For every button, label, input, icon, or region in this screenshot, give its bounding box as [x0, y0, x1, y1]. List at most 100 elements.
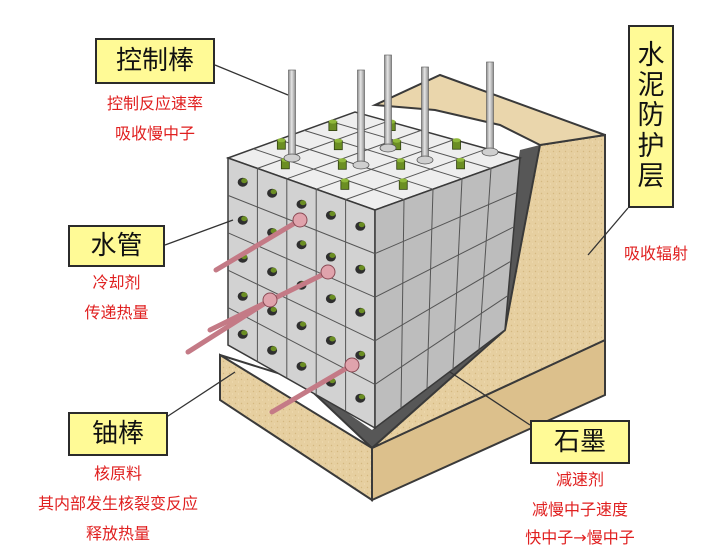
water-pipe-title: 水管	[90, 231, 143, 261]
graphite-note-3: 快中子→慢中子	[525, 528, 635, 547]
channel-cap	[241, 292, 248, 298]
uranium-rod-note-2: 其内部发生核裂变反应	[37, 494, 198, 513]
grid-line	[257, 120, 389, 169]
grid-line	[253, 148, 405, 201]
leader-lines	[164, 64, 629, 426]
top-cap-rim	[328, 119, 337, 124]
top-cap-rim	[338, 158, 347, 163]
top-cap-rim	[277, 138, 286, 143]
channel-cap	[358, 308, 365, 314]
grid-line	[227, 232, 376, 298]
uranium-rod-title: 铀棒	[91, 419, 144, 449]
uranium-rod	[269, 362, 355, 415]
channel-cap	[329, 211, 336, 217]
water-pipe-note-2: 传递热量	[84, 303, 149, 322]
graphite-note-1: 减速剂	[555, 470, 604, 489]
channel-cap	[241, 216, 248, 222]
control-rod	[384, 54, 392, 149]
graphite-label: 石墨	[530, 420, 630, 464]
control-rod	[486, 61, 494, 153]
channel-cap	[270, 267, 277, 273]
channel-cap	[300, 240, 306, 246]
uranium-rod-end	[344, 357, 360, 373]
channel-cap	[300, 200, 306, 206]
grid-line	[316, 139, 455, 190]
channel-cap	[270, 346, 277, 352]
control-rod	[421, 66, 429, 161]
uranium-rod-end	[262, 292, 278, 308]
water-pipe-label: 水管	[68, 225, 165, 267]
control-rod-collar	[481, 147, 499, 157]
graphite-note-2: 减慢中子速度	[531, 500, 628, 519]
grid-line	[374, 295, 509, 385]
leader-cement-shield	[587, 207, 629, 256]
control-rod-collar	[352, 160, 370, 170]
control-rod-label: 控制棒	[95, 38, 215, 84]
channel-cap	[241, 178, 248, 184]
uranium-rod-note-3: 释放热量	[85, 524, 150, 543]
fuel-channel-holes	[237, 119, 465, 403]
channel-cap	[329, 336, 336, 342]
grid-line	[374, 226, 515, 298]
cement-shield-char-3: 防	[637, 100, 665, 132]
control-rods	[283, 54, 499, 170]
water-pipe-note-1: 冷却剂	[92, 273, 141, 292]
top-cap-rim	[399, 178, 408, 183]
cement-shield-char-2: 泥	[637, 70, 665, 102]
channel-cap	[329, 253, 336, 259]
top-cap-rim	[392, 138, 401, 143]
channel-cap	[358, 351, 365, 357]
leader-uranium-rod	[164, 371, 236, 419]
cement-shield-char-4: 护	[637, 130, 665, 162]
grid-line	[374, 260, 512, 342]
top-cap-rim	[334, 138, 343, 143]
uranium-rod-end	[320, 264, 336, 280]
leader-control-rod	[214, 64, 289, 96]
top-cap-rim	[452, 138, 461, 143]
channel-cap	[358, 265, 365, 271]
grid-line	[452, 178, 463, 370]
control-rod	[288, 69, 296, 159]
grid-line	[400, 199, 405, 409]
control-rod-collar	[379, 143, 397, 153]
cement-shield-char-5: 层	[637, 160, 665, 192]
uranium-rod-note-1: 核原料	[93, 464, 142, 483]
control-rod-collar	[416, 155, 434, 165]
grid-line	[345, 148, 488, 201]
uranium-rods	[185, 212, 360, 415]
channel-cap	[358, 394, 365, 400]
uranium-rod	[213, 217, 303, 273]
grid-line	[227, 269, 376, 342]
channel-cap	[329, 294, 336, 300]
top-cap-rim	[340, 178, 349, 183]
control-rod-collar	[283, 153, 301, 163]
graphite-title: 石墨	[553, 427, 606, 457]
top-cap-rim	[456, 157, 465, 162]
grid-line	[478, 168, 492, 350]
channel-cap	[241, 330, 248, 336]
graphite-block-grid	[225, 111, 523, 430]
grid-line	[304, 129, 463, 180]
cement-shield-note: 吸收辐射	[623, 244, 688, 263]
grid-line	[374, 191, 518, 255]
cement-shield-char-1: 水	[637, 39, 665, 71]
grid-line	[426, 189, 434, 389]
control-rod	[357, 69, 365, 166]
channel-cap	[300, 362, 306, 368]
control-rod-note-2: 吸收慢中子	[114, 124, 195, 143]
leader-water-pipe	[164, 219, 234, 246]
channel-cap	[270, 189, 277, 195]
top-cap-rim	[396, 158, 405, 163]
control-rod-title: 控制棒	[115, 46, 194, 76]
uranium-rod	[185, 297, 273, 355]
channel-cap	[270, 307, 277, 313]
cement-shield-label: 水 泥 防 护 层	[628, 25, 674, 208]
channel-cap	[300, 321, 306, 327]
grid-line	[286, 129, 422, 180]
uranium-rod-label: 铀棒	[68, 412, 168, 456]
uranium-rod-end	[292, 212, 308, 228]
channel-cap	[358, 222, 365, 228]
leader-graphite	[449, 371, 531, 426]
control-rod-note-1: 控制反应速率	[106, 94, 203, 113]
